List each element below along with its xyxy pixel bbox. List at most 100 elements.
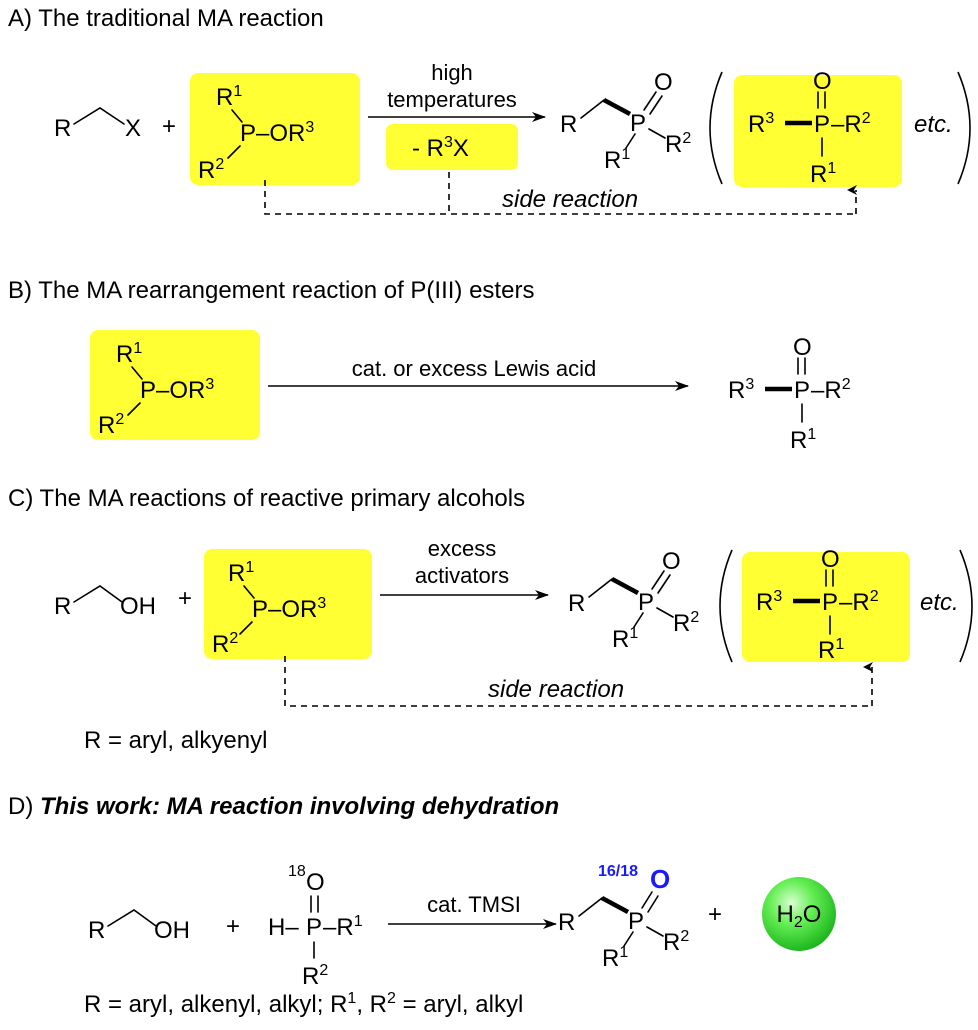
water-sphere-shape	[762, 877, 836, 951]
section-c: C) The MA reactions of reactive primary …	[8, 485, 973, 754]
substrate-r-label: R	[54, 593, 71, 620]
side-product-p-label: P	[822, 589, 838, 616]
reagent-bond-r1	[131, 366, 143, 380]
substrate-oh-label: OH	[120, 593, 156, 620]
section-c-product: R P O R2 R1	[568, 548, 699, 653]
product-double-bond-1	[651, 570, 665, 590]
product-double-bond-2	[649, 95, 663, 115]
section-b-title: B) The MA rearrangement reaction of P(II…	[8, 277, 534, 304]
byproduct-highlight-box	[386, 124, 518, 170]
product-o-label: O	[654, 69, 673, 96]
byproduct-label: - R3X	[412, 134, 469, 162]
reagent-p-label: P	[306, 914, 322, 941]
side-product-o-label: O	[821, 546, 840, 573]
side-product-r2-label: –R2	[831, 110, 871, 138]
product-r1-label: R1	[612, 625, 638, 653]
isotope-label: 16/18	[598, 863, 638, 880]
left-parenthesis	[719, 549, 733, 663]
product-r-label: R	[560, 111, 577, 138]
substrate-r-label: R	[54, 115, 71, 142]
reagent-bond-r1	[243, 585, 255, 599]
section-a-title: A) The traditional MA reaction	[8, 5, 324, 32]
reagent-highlight-box	[190, 73, 360, 185]
side-reaction-label: side reaction	[502, 186, 638, 213]
section-d-substrate: R OH	[88, 909, 190, 944]
reagent-r1-label: –R1	[323, 913, 363, 941]
reagent-r2-label: R2	[98, 411, 124, 439]
reagent-p-label: P	[140, 377, 156, 404]
product-bond-r	[588, 578, 613, 598]
condition-line2: activators	[415, 563, 509, 588]
substrate-r-label: R	[88, 917, 105, 944]
left-parenthesis	[709, 71, 723, 185]
product-wedge-bond	[610, 577, 640, 595]
side-reaction-label: side reaction	[488, 676, 624, 703]
product-bond-r	[578, 897, 603, 917]
section-c-side-product: R3 P O –R2 R1	[742, 546, 910, 664]
product-bond-r2	[656, 607, 674, 618]
side-product-highlight-box	[742, 552, 910, 662]
product-p-label: P	[628, 908, 644, 935]
reagent-r2-label: R2	[212, 630, 238, 658]
product-r-label: R	[568, 590, 585, 617]
reagent-bond-r1	[231, 109, 243, 123]
product-p-label: P	[638, 589, 654, 616]
product-bond-r1	[623, 931, 634, 947]
substituent-note: R = aryl, alkenyl, alkyl; R1, R2 = aryl,…	[84, 990, 523, 1018]
reagent-r2-label: R2	[302, 962, 328, 990]
side-product-r3-label: R3	[748, 110, 774, 138]
product-bond-r2	[646, 926, 664, 937]
product-wedge-bond	[602, 98, 632, 116]
side-product-r1-label: R1	[818, 636, 844, 664]
plus-sign: +	[162, 113, 176, 140]
product-double-bond-1	[643, 91, 657, 111]
product-bond-r1	[633, 612, 644, 628]
condition-label: cat. or excess Lewis acid	[352, 356, 597, 381]
section-a: A) The traditional MA reaction R X + R1 …	[8, 5, 971, 215]
section-d-title: D) This work: MA reaction involving dehy…	[8, 793, 559, 820]
reagent-o18-label: 18	[288, 863, 306, 880]
section-d: D) This work: MA reaction involving dehy…	[8, 793, 836, 1018]
side-product-r1-label: R1	[810, 160, 836, 188]
substrate-bond	[107, 909, 157, 927]
product-r-label: R	[558, 909, 575, 936]
condition-line1: excess	[428, 536, 496, 561]
condition-line2: temperatures	[387, 87, 517, 112]
substrate-oh-label: OH	[154, 917, 190, 944]
condition-line1: high	[431, 60, 473, 85]
right-parenthesis	[959, 549, 973, 663]
side-product-o-label: O	[813, 68, 832, 95]
reagent-bond-r2	[227, 145, 241, 159]
reagent-p-label: P	[252, 596, 268, 623]
section-b-product: R3 P O –R2 R1	[728, 334, 851, 454]
reagent-or3-label: –OR3	[256, 119, 314, 147]
etc-label: etc.	[914, 111, 953, 138]
reagent-r1-label: R1	[116, 340, 142, 368]
section-a-product: R P O R2 R1	[560, 69, 691, 174]
reagent-bond-r2	[239, 621, 253, 635]
product-wedge-bond	[600, 896, 630, 914]
reagent-h-label: H–	[268, 914, 299, 941]
product-r2-label: R2	[663, 928, 689, 956]
side-product-r3-label: R3	[756, 588, 782, 616]
water-sphere: H2O	[762, 877, 836, 951]
plus-sign: +	[178, 585, 192, 612]
substituent-note: R = aryl, alkyenyl	[84, 727, 267, 754]
product-double-bond-1	[641, 891, 653, 909]
product-double-bond-2	[647, 895, 659, 913]
product-double-bond-2	[657, 574, 671, 594]
section-c-title: C) The MA reactions of reactive primary …	[8, 485, 525, 512]
substrate-bond	[73, 107, 125, 125]
section-d-product: 16/18 O R P R2 R1	[558, 863, 689, 972]
product-r1-label: R1	[602, 944, 628, 972]
product-r1-label: R1	[604, 146, 630, 174]
section-d-reagent: 18 O H– P –R1 R2	[268, 863, 363, 990]
reagent-o-label: O	[306, 869, 325, 896]
reagent-bond-r2	[127, 402, 141, 416]
product-o-label: O	[650, 864, 670, 894]
product-bond-r1	[625, 133, 636, 149]
section-a-reagent: R1 P –OR3 R2	[190, 73, 360, 185]
reagent-or3-label: –OR3	[268, 595, 326, 623]
plus-sign-1: +	[226, 913, 240, 940]
reagent-r1-label: R1	[228, 559, 254, 587]
